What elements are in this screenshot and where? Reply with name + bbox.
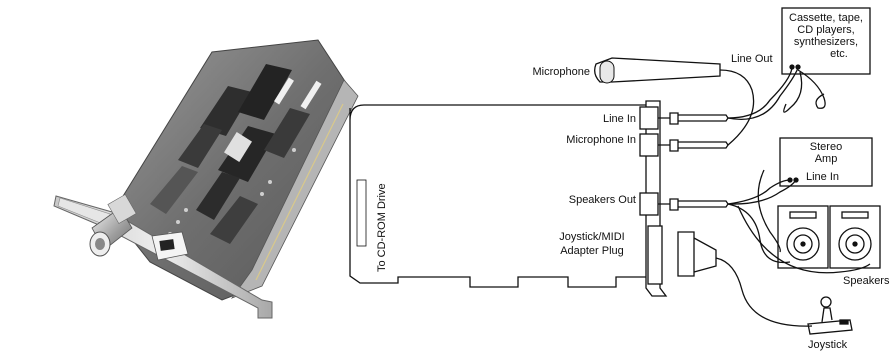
line-in-label: Line In (602, 113, 636, 125)
cassette-label-line4: etc. (830, 48, 848, 60)
line-in-plug (658, 112, 729, 125)
joystick-cable (715, 257, 813, 327)
microphone-in-label: Microphone In (566, 134, 636, 146)
cassette-label-line1: Cassette, tape, (789, 12, 863, 24)
stereo-amp-label: Stereo Amp (790, 141, 862, 165)
line-in-cable-2 (727, 67, 799, 120)
speakers-out-plug (658, 198, 729, 211)
joystick-device (807, 296, 853, 335)
mic-in-jack (639, 133, 659, 157)
speakers-out-label: Speakers Out (568, 194, 636, 206)
cassette-box (781, 7, 871, 75)
joystick-midi-label-line1: Joystick/MIDI (559, 231, 625, 243)
mic-cable (719, 69, 755, 146)
midi-adapter-plug (677, 231, 717, 277)
speakers-out-cable-1 (727, 179, 791, 205)
line-in-jack (639, 106, 659, 130)
speakers-out-cable-3 (727, 203, 791, 264)
line-out-label: Line Out (731, 53, 773, 65)
speakers-out-jack (639, 192, 659, 216)
amp-to-speakers-cable (757, 169, 781, 253)
cassette-label-line3: synthesizers, (793, 36, 859, 48)
joystick-port (647, 225, 663, 285)
joystick-label: Joystick (808, 339, 848, 351)
microphone-label: Microphone (532, 66, 590, 78)
cdrom-header (356, 179, 367, 247)
rj45-connector (151, 231, 189, 261)
cassette-label-line2: CD players, (797, 24, 855, 36)
bnc-connector (89, 194, 137, 257)
cassette-label: Cassette, tape, CD players, synthesizers… (782, 12, 870, 60)
joystick-midi-label: Joystick/MIDI Adapter Plug (546, 231, 638, 257)
cassette-loop-2 (797, 69, 826, 109)
speakers-label: Speakers (843, 275, 890, 287)
speaker-left (777, 205, 829, 269)
line-in-cable (727, 67, 793, 119)
speakers-out-cable-2 (727, 179, 797, 205)
joystick-midi-label-line2: Adapter Plug (560, 245, 624, 257)
amp-line-in-label: Line In (806, 171, 840, 183)
speaker-link-cable (737, 205, 871, 274)
stereo-amp-label-line2: Amp (814, 153, 838, 165)
mic-in-plug (658, 139, 729, 152)
cassette-loop-1 (783, 71, 803, 113)
to-cdrom-label: To CD-ROM Drive (376, 183, 388, 272)
speaker-right (829, 205, 881, 269)
stereo-amp-label-line1: Stereo (809, 141, 843, 153)
